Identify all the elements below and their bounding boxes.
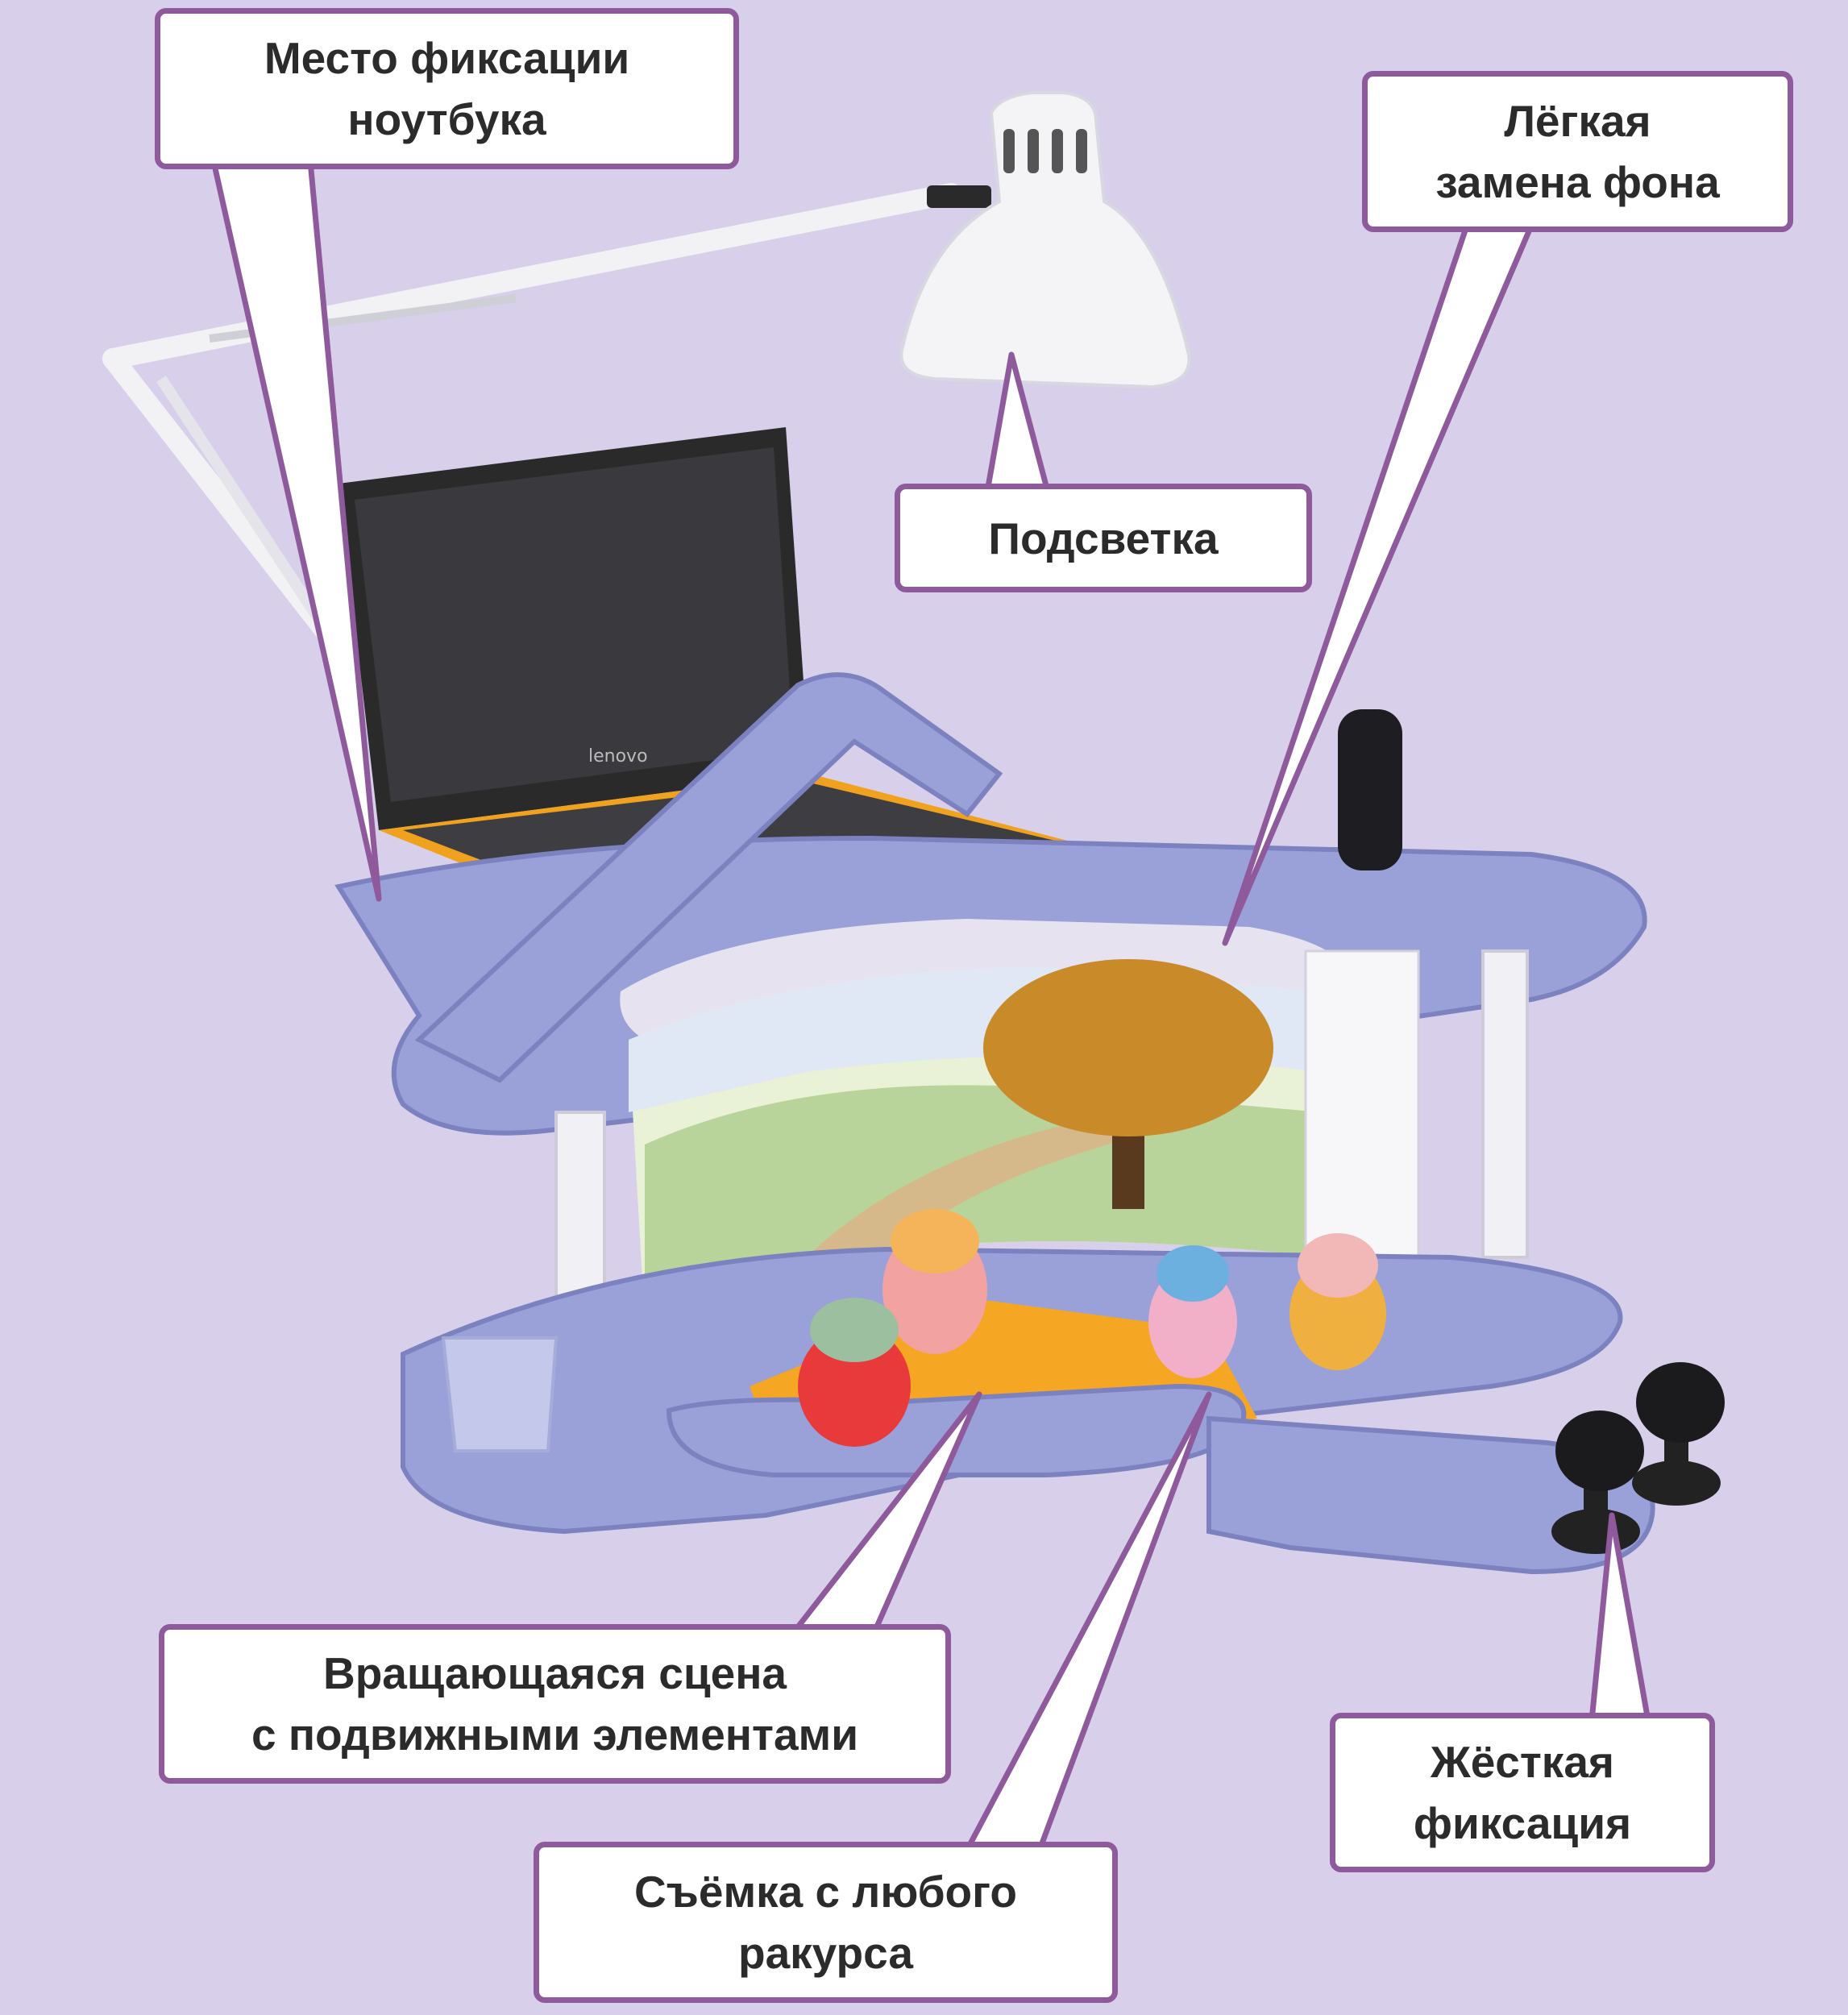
callout-pointers xyxy=(210,158,1651,1853)
label-rigid-mount: Жёсткая фиксация xyxy=(1330,1713,1715,1872)
animation-stand xyxy=(334,672,1655,1575)
label-any-angle: Съёмка с любого ракурса xyxy=(534,1842,1118,2003)
desk-lamp xyxy=(102,91,1191,874)
label-laptop-mount: Место фиксации ноутбука xyxy=(155,8,739,169)
label-lighting: Подсветка xyxy=(895,484,1312,592)
laptop-brand: lenovo xyxy=(588,746,648,767)
webcams xyxy=(1551,1362,1725,1554)
label-background-swap: Лёгкая замена фона xyxy=(1362,71,1793,232)
toy-figurines xyxy=(798,1209,1386,1447)
label-rotating-stage: Вращающаяся сцена с подвижными элементам… xyxy=(159,1624,951,1784)
